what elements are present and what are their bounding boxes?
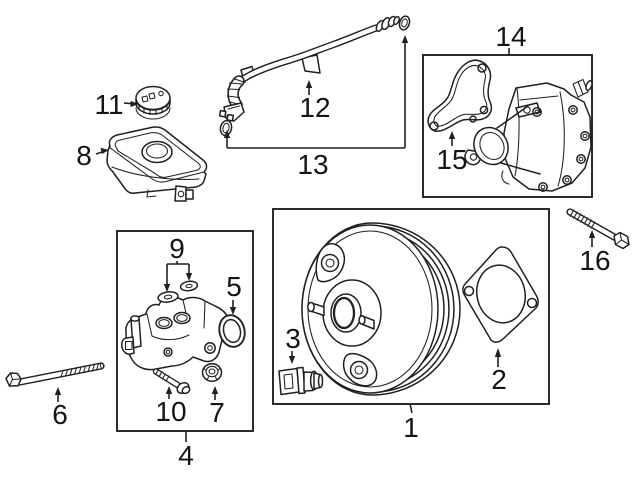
callout-7: 7 xyxy=(209,386,225,428)
callout-9: 9 xyxy=(163,233,193,292)
booster-gasket xyxy=(462,246,539,343)
callout-6-label: 6 xyxy=(52,399,68,430)
booster-stud-right xyxy=(358,315,375,330)
booster-stud-left xyxy=(307,301,325,317)
callout-11-label: 11 xyxy=(94,89,123,120)
callout-3: 3 xyxy=(285,323,301,364)
pump-bolts xyxy=(532,105,590,192)
callout-1: 1 xyxy=(403,403,419,443)
master-cylinder-bolt xyxy=(152,368,191,395)
callout-14-label: 14 xyxy=(495,21,526,52)
callout-15: 15 xyxy=(436,131,468,175)
callout-10-label: 10 xyxy=(155,396,186,427)
callout-7-label: 7 xyxy=(209,397,225,428)
mounting-bolt-right xyxy=(566,208,630,250)
vacuum-pump-gasket xyxy=(427,59,493,132)
callout-13-label: 13 xyxy=(297,149,328,180)
callout-11: 11 xyxy=(94,89,139,120)
sealing-washers xyxy=(157,280,199,303)
vacuum-pump xyxy=(464,78,593,192)
callout-8: 8 xyxy=(76,140,109,171)
booster-sensor xyxy=(278,366,324,396)
flange-nut xyxy=(201,363,223,382)
callout-4: 4 xyxy=(178,431,194,471)
brake-fluid-reservoir xyxy=(106,126,208,202)
callout-16: 16 xyxy=(579,230,611,276)
callout-5-label: 5 xyxy=(226,271,242,302)
callout-16-label: 16 xyxy=(579,245,610,276)
vacuum-hose-assembly xyxy=(218,15,411,137)
callout-12: 12 xyxy=(299,80,331,123)
booster-mounting-ear-top xyxy=(315,243,346,283)
callout-14: 14 xyxy=(495,21,527,55)
callout-15-label: 15 xyxy=(436,144,467,175)
callout-6: 6 xyxy=(52,387,68,430)
callout-10: 10 xyxy=(155,386,187,427)
piston-seal-ring xyxy=(218,314,246,348)
booster-mounting-ear-bottom xyxy=(342,352,378,387)
reservoir-cap xyxy=(135,85,171,120)
callout-4-label: 4 xyxy=(178,440,194,471)
callout-2-label: 2 xyxy=(491,364,507,395)
callout-8-label: 8 xyxy=(76,140,92,171)
callout-13: 13 xyxy=(223,35,409,180)
callout-9-label: 9 xyxy=(169,233,185,264)
callouts: 1 2 3 4 5 6 7 xyxy=(52,21,610,471)
master-cylinder-group-box xyxy=(116,230,254,432)
vacuum-pump-group-box xyxy=(422,54,593,198)
brake-booster xyxy=(301,222,461,396)
callout-3-label: 3 xyxy=(285,323,301,354)
callout-1-label: 1 xyxy=(403,412,419,443)
callout-12-label: 12 xyxy=(299,92,330,123)
booster-group-box xyxy=(272,208,550,405)
callout-2: 2 xyxy=(491,348,507,395)
callout-5: 5 xyxy=(226,271,242,315)
master-cylinder xyxy=(121,295,231,371)
mounting-bolt-left xyxy=(5,362,105,387)
